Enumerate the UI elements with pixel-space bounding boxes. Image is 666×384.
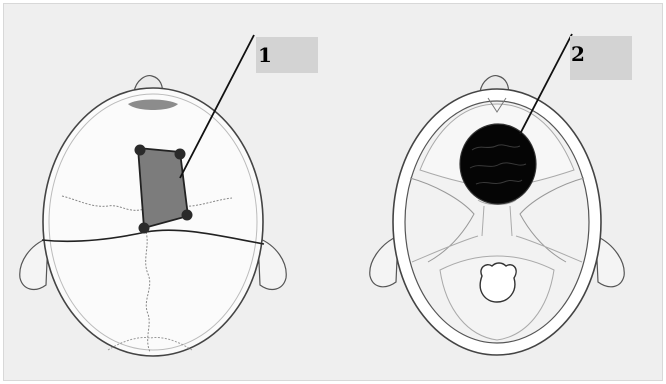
left-skull bbox=[20, 35, 286, 356]
right-skull bbox=[370, 34, 624, 355]
label-2: 2 bbox=[571, 44, 585, 64]
burr-hole-4 bbox=[139, 223, 150, 234]
bone-flap-plate bbox=[138, 148, 188, 228]
burr-hole-1 bbox=[135, 145, 146, 156]
burr-hole-2 bbox=[175, 149, 186, 160]
burr-hole-3 bbox=[182, 210, 193, 221]
left-skull-left-ear bbox=[20, 238, 48, 289]
left-skull-right-ear bbox=[258, 238, 286, 289]
foramen-magnum bbox=[480, 263, 516, 302]
tumor-mass bbox=[460, 124, 536, 204]
label-1: 1 bbox=[258, 45, 272, 65]
